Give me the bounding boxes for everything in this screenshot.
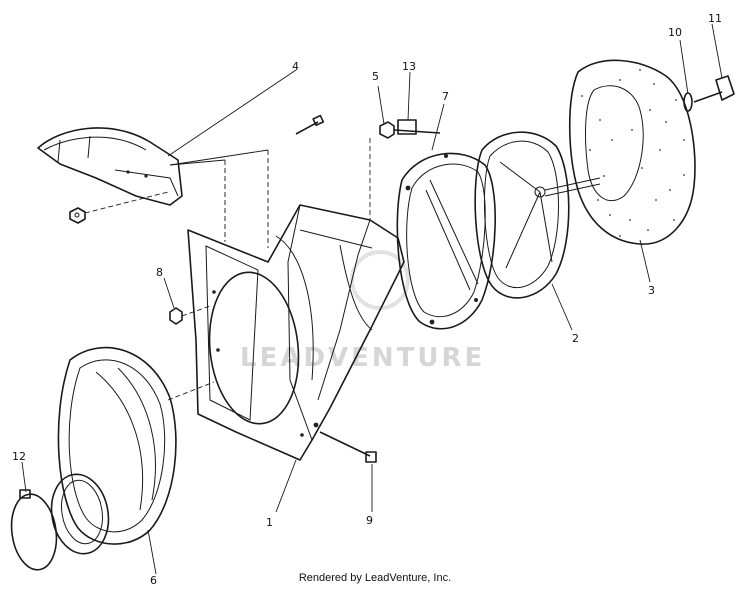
part-12-clamp bbox=[10, 489, 58, 571]
part-3-cover bbox=[568, 59, 696, 245]
nut-left bbox=[69, 191, 169, 224]
watermark: LEADVENTURE bbox=[240, 250, 485, 373]
part-10-washer bbox=[683, 92, 693, 112]
part-4-shroud bbox=[37, 127, 269, 248]
part-7-frame bbox=[396, 152, 496, 330]
callout-1: 1 bbox=[266, 516, 273, 529]
render-credit: Rendered by LeadVenture, Inc. bbox=[298, 572, 452, 584]
callout-2: 2 bbox=[572, 332, 579, 345]
part-8-screw bbox=[169, 305, 211, 325]
callout-3: 3 bbox=[648, 284, 655, 297]
callout-8: 8 bbox=[156, 266, 163, 279]
screw-top bbox=[295, 114, 325, 135]
callout-7: 7 bbox=[442, 90, 449, 103]
bolt-5-13 bbox=[369, 119, 441, 220]
callout-labels: 4 5 13 7 10 11 3 2 8 9 1 6 12 bbox=[12, 12, 722, 587]
callout-13: 13 bbox=[402, 60, 416, 73]
callout-10: 10 bbox=[668, 26, 682, 39]
callout-4: 4 bbox=[292, 60, 299, 73]
watermark-text: LEADVENTURE bbox=[240, 343, 485, 373]
leader-lines bbox=[21, 23, 723, 575]
callout-6: 6 bbox=[150, 574, 157, 587]
part-9-bolt bbox=[319, 431, 377, 463]
callout-9: 9 bbox=[366, 514, 373, 527]
part-1-housing bbox=[187, 204, 405, 461]
callout-5: 5 bbox=[372, 70, 379, 83]
part-2-spider bbox=[474, 131, 601, 299]
callout-12: 12 bbox=[12, 450, 26, 463]
part-6-inlet bbox=[50, 346, 215, 555]
callout-11: 11 bbox=[708, 12, 722, 25]
part-11-knob bbox=[693, 75, 735, 103]
